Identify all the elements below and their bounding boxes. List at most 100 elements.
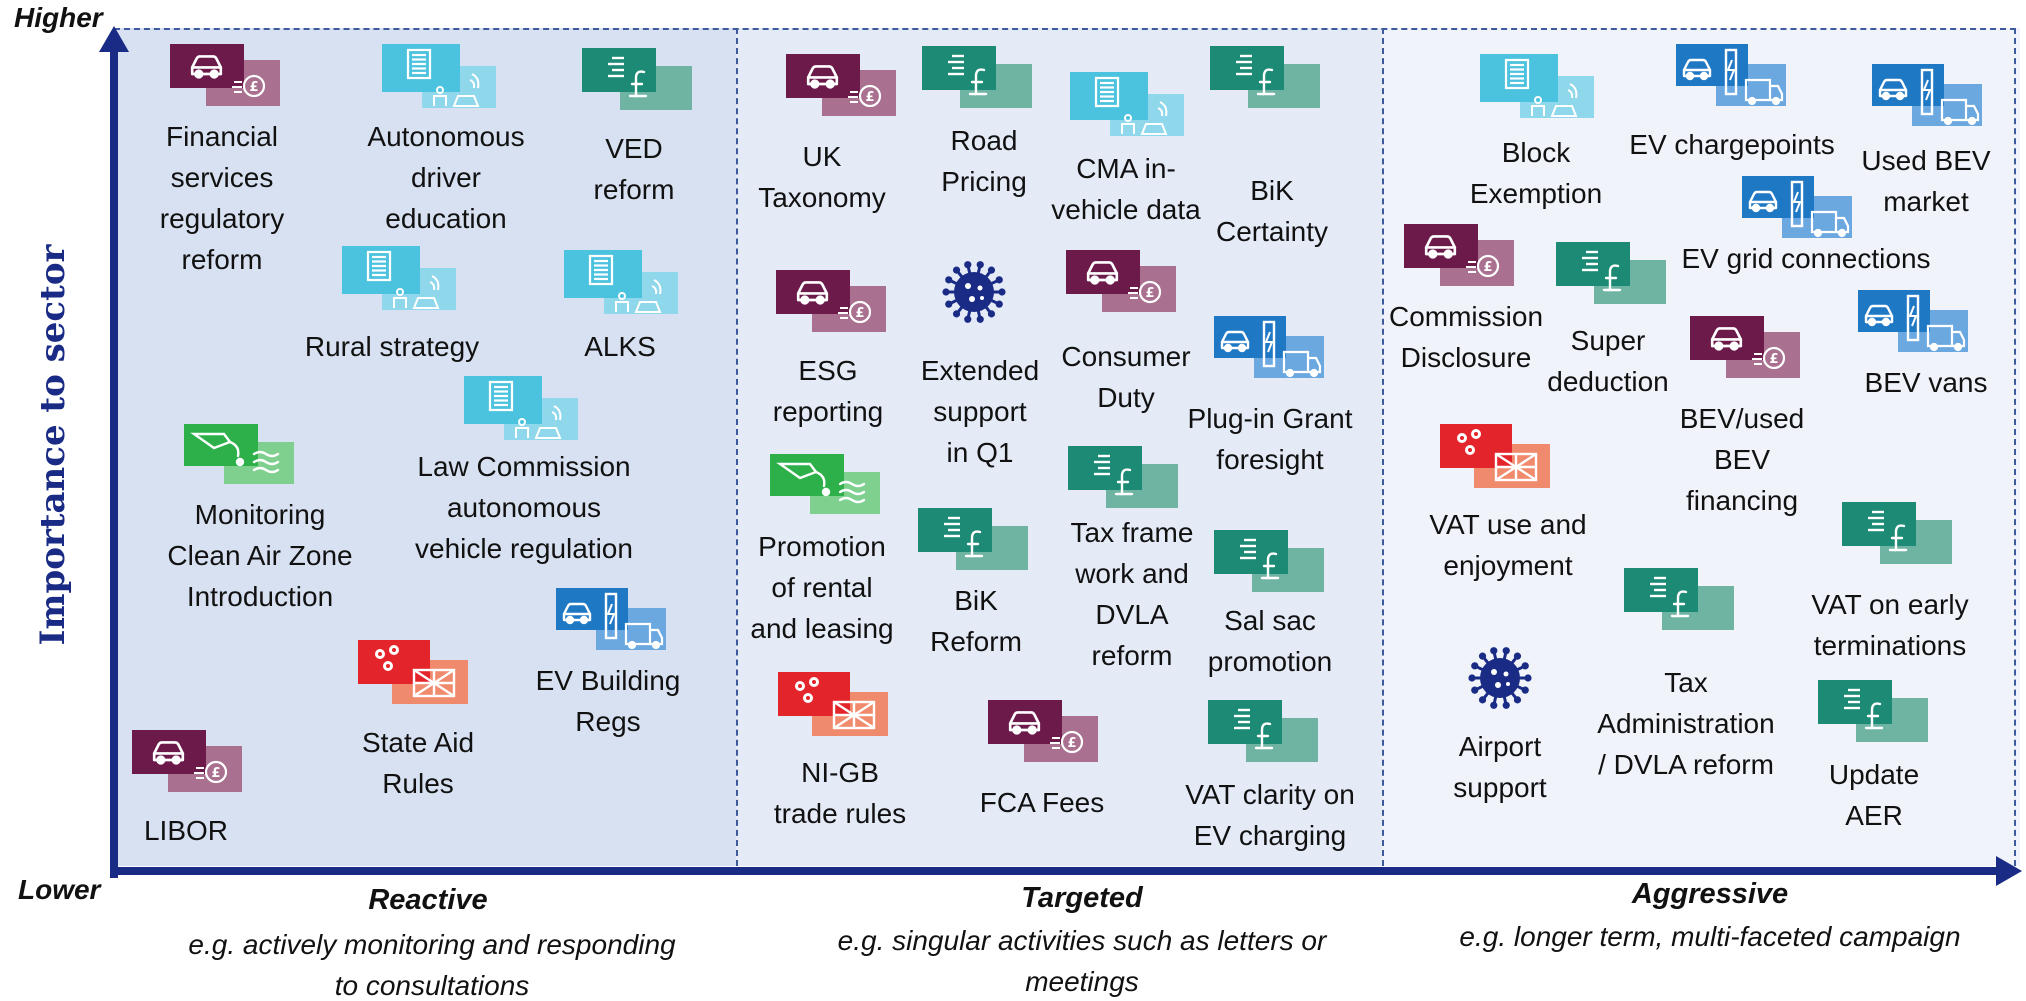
category-desc-reactive: e.g. actively monitoring and responding … — [122, 924, 742, 1001]
policy-label-line: enjoyment — [1443, 550, 1573, 581]
policy-label-line: Consumer — [1061, 341, 1191, 372]
policy-label-line: Pricing — [941, 166, 1027, 197]
policy-label-line: FCA Fees — [979, 787, 1105, 818]
policy-label-line: vehicle regulation — [415, 533, 633, 564]
tax-pound-icon — [582, 48, 694, 112]
policy-label-line: market — [1883, 186, 1969, 217]
policy-label-line: and leasing — [750, 613, 894, 644]
category-desc-line: e.g. singular activities such as letters… — [837, 925, 1327, 956]
policy-label-line: Law Commission — [417, 451, 631, 482]
policy-label-line: support — [1453, 772, 1547, 803]
policy-label-line: services — [170, 162, 274, 193]
tax-pound-icon — [918, 508, 1030, 572]
policy-label: EV grid connections — [1681, 238, 1930, 279]
svg-text:£: £ — [1483, 260, 1492, 275]
policy-label-line: work and — [1075, 558, 1189, 589]
policy-label-line: Extended — [920, 355, 1040, 386]
ev-charger-icon — [1214, 316, 1326, 380]
tax-pound-icon — [1068, 446, 1180, 510]
policy-label: ALKS — [584, 326, 656, 367]
tax-pound-icon — [1210, 46, 1322, 110]
policy-label-line: regulatory — [159, 203, 285, 234]
tax-pound-icon — [1818, 680, 1930, 744]
category-desc-targeted: e.g. singular activities such as letters… — [762, 920, 1402, 1001]
policy-label-line: Financial — [165, 121, 279, 152]
policy-label-line: Autonomous — [367, 121, 525, 152]
finance-car-icon: £ — [1066, 250, 1178, 314]
tax-pound-icon — [1556, 242, 1668, 306]
trade-flag-icon — [358, 640, 470, 706]
policy-label-line: Disclosure — [1400, 342, 1532, 373]
policy-label-line: Rules — [382, 768, 454, 799]
policy-label-line: CMA in- — [1076, 153, 1176, 184]
finance-car-icon: £ — [170, 44, 282, 108]
category-desc-line: e.g. longer term, multi-faceted campaign — [1459, 921, 1961, 952]
policy-label-line: EV charging — [1193, 820, 1347, 851]
document-car-icon — [464, 376, 580, 442]
finance-car-icon: £ — [776, 270, 888, 334]
category-desc-line: to consultations — [334, 970, 530, 1001]
policy-label-line: EV chargepoints — [1629, 129, 1835, 160]
ev-charger-icon — [1742, 176, 1854, 240]
finance-car-icon: £ — [786, 54, 898, 118]
policy-label-line: BiK — [1250, 175, 1294, 206]
policy-label-line: Administration — [1597, 708, 1775, 739]
tax-pound-icon — [922, 46, 1034, 110]
tax-pound-icon — [1624, 568, 1736, 632]
policy-label-line: Clean Air Zone — [167, 540, 353, 571]
policy-label-line: VAT use and — [1429, 509, 1587, 540]
policy-label-line: EV grid connections — [1681, 243, 1931, 274]
policy-label-line: vehicle data — [1051, 194, 1201, 225]
document-car-icon — [564, 250, 680, 316]
policy-label-line: / DVLA reform — [1598, 749, 1774, 780]
policy-label-line: Commission — [1388, 301, 1544, 332]
svg-text:£: £ — [1067, 736, 1076, 751]
policy-label-line: ALKS — [584, 331, 656, 362]
policy-label-line: support — [933, 396, 1027, 427]
x-axis-arrow — [1996, 856, 2022, 886]
policy-label-line: Rural strategy — [304, 331, 480, 362]
policy-label-line: VED — [605, 133, 663, 164]
policy-label-line: BEV vans — [1864, 367, 1988, 398]
policy-label-line: Block — [1501, 137, 1571, 168]
zone-outline — [114, 28, 2016, 866]
policy-label-line: Road — [950, 125, 1018, 156]
document-car-icon — [382, 44, 498, 110]
policy-label-line: NI-GB — [801, 757, 879, 788]
ev-charger-icon — [1872, 64, 1984, 128]
finance-car-icon: £ — [1690, 316, 1802, 380]
policy-label-line: driver — [410, 162, 481, 193]
category-desc-line: e.g. actively monitoring and responding — [188, 929, 676, 960]
clean-air-icon — [184, 424, 296, 486]
policy-label-line: Regs — [575, 706, 641, 737]
policy-label-line: Plug-in Grant — [1187, 403, 1353, 434]
y-axis-arrow — [99, 26, 129, 52]
policy-label-line: trade rules — [773, 798, 907, 829]
policy-label-line: Monitoring — [194, 499, 326, 530]
x-axis — [110, 867, 2000, 875]
policy-label-line: VAT clarity on — [1185, 779, 1355, 810]
ev-charger-icon — [556, 588, 668, 652]
policy-label-line: Introduction — [186, 581, 334, 612]
policy-label-line: deduction — [1547, 366, 1669, 397]
policy-label-line: reporting — [772, 396, 884, 427]
ev-charger-icon — [1676, 44, 1788, 108]
